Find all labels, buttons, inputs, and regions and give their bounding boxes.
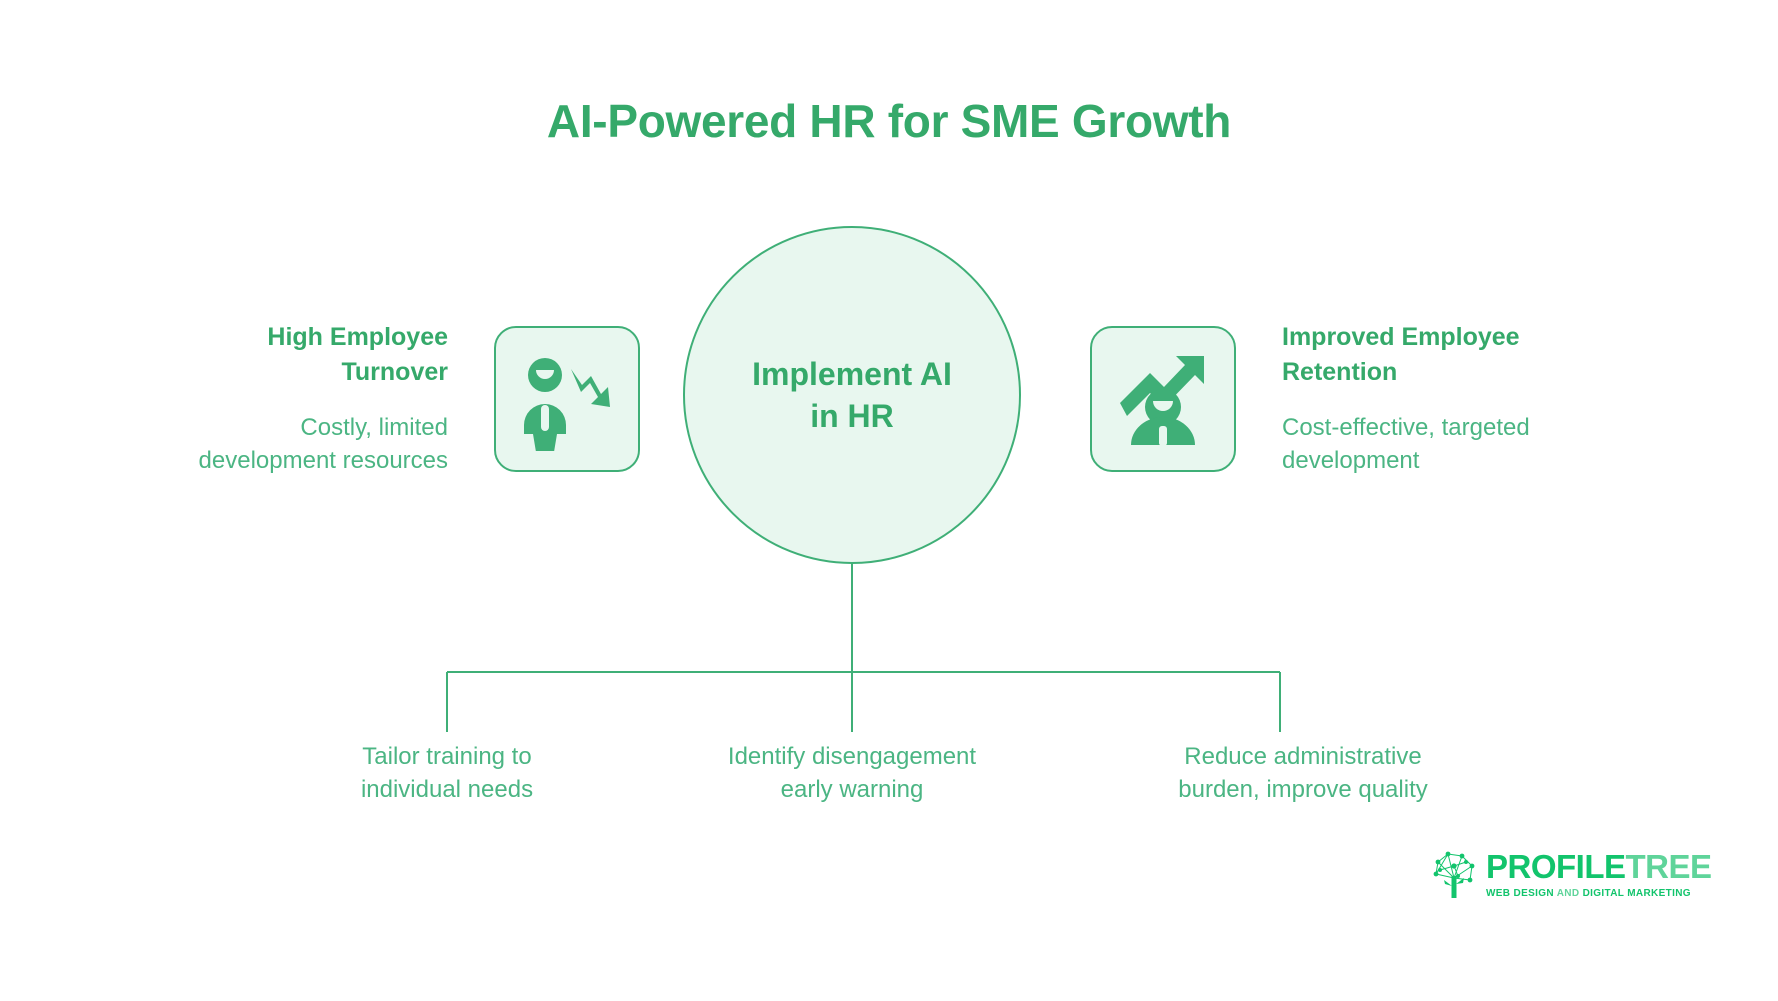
outcome-item: Identify disengagement early warning bbox=[727, 743, 977, 804]
center-node-label: Implement AI in HR bbox=[752, 355, 952, 434]
logo-text: PROFILETREE WEB DESIGN AND DIGITAL MARKE… bbox=[1486, 850, 1712, 899]
branch-right-icon-box bbox=[1090, 325, 1236, 472]
logo-word-tree: TREE bbox=[1625, 847, 1713, 885]
logo-tagline: WEB DESIGN AND DIGITAL MARKETING bbox=[1486, 887, 1712, 899]
logo-tagline-part2: AND bbox=[1556, 887, 1583, 899]
person-declining-arrow-icon bbox=[524, 357, 610, 451]
branch-right: Improved Employee Retention Cost-effecti… bbox=[1090, 320, 1710, 477]
profiletree-logo: PROFILETREE WEB DESIGN AND DIGITAL MARKE… bbox=[1428, 848, 1712, 900]
branch-left-icon-box bbox=[494, 325, 640, 472]
branch-left: High Employee Turnover Costly, limited d… bbox=[80, 320, 640, 477]
branch-left-heading: High Employee Turnover bbox=[267, 323, 448, 386]
outcomes-row: Tailor training to individual needs Iden… bbox=[0, 740, 1778, 850]
logo-tagline-part3: DIGITAL MARKETING bbox=[1582, 887, 1691, 899]
branch-right-text: Improved Employee Retention Cost-effecti… bbox=[1236, 320, 1710, 477]
branch-right-description: Cost-effective, targeted development bbox=[1282, 414, 1530, 475]
logo-tagline-part1: WEB DESIGN bbox=[1486, 887, 1557, 899]
branch-left-text: High Employee Turnover Costly, limited d… bbox=[80, 320, 494, 477]
outcome-item: Tailor training to individual needs bbox=[360, 743, 534, 804]
branch-right-heading: Improved Employee Retention bbox=[1282, 323, 1520, 386]
outcome-item: Reduce administrative burden, improve qu… bbox=[1178, 743, 1428, 804]
logo-wordmark: PROFILETREE bbox=[1486, 850, 1712, 883]
center-node: Implement AI in HR bbox=[683, 226, 1021, 564]
person-rising-arrow-icon bbox=[1120, 355, 1204, 446]
tree-network-icon bbox=[1433, 851, 1475, 898]
page-title: AI-Powered HR for SME Growth bbox=[546, 95, 1232, 147]
logo-word-profile: PROFILE bbox=[1486, 847, 1626, 885]
branch-left-description: Costly, limited development resources bbox=[198, 414, 448, 475]
